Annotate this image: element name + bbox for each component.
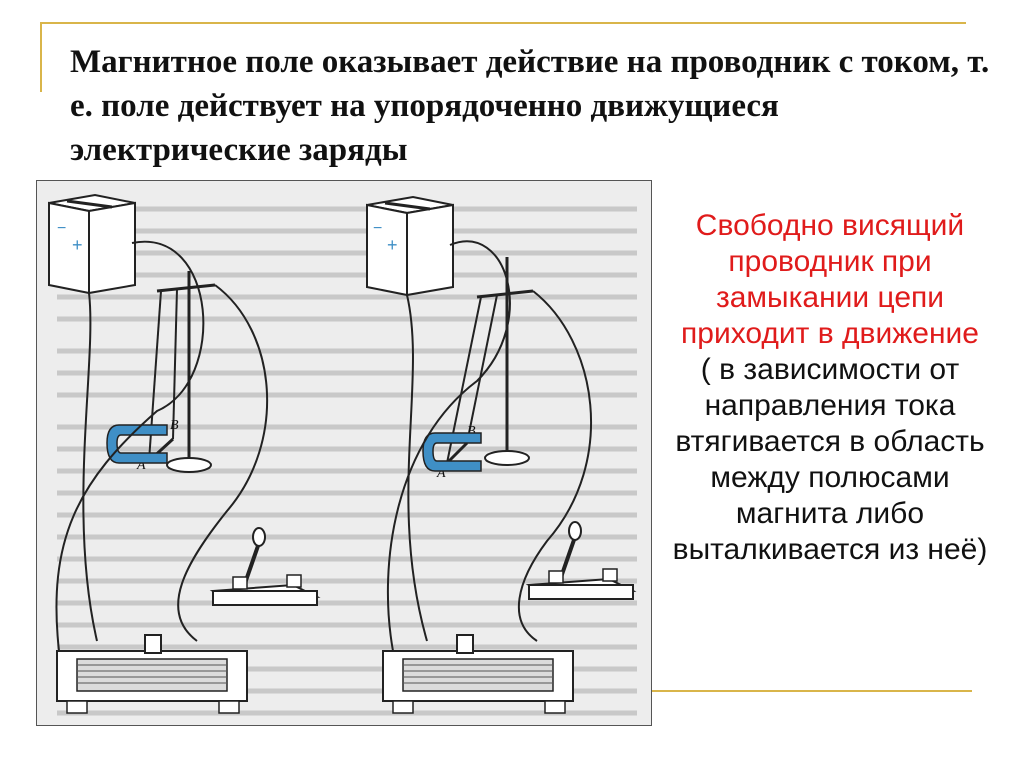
- rheostat-icon: [382, 634, 574, 714]
- wire: [406, 294, 428, 642]
- stand-arm: [156, 283, 216, 293]
- wire: [386, 240, 511, 652]
- explanation-red: Свободно висящий проводник при замыкании…: [681, 209, 979, 350]
- wire: [82, 292, 98, 642]
- switch-icon: [209, 527, 321, 607]
- battery-icon: [48, 193, 136, 295]
- minus-label: −: [373, 220, 382, 237]
- experiment-illustration: − + A B: [36, 180, 652, 726]
- right-setup: − + A B: [366, 195, 637, 714]
- wire: [517, 290, 593, 642]
- minus-label: −: [57, 220, 66, 237]
- battery-icon: [366, 195, 454, 297]
- plus-label: +: [72, 235, 83, 255]
- stand-arm: [476, 289, 534, 299]
- explanation-text: Свободно висящий проводник при замыкании…: [660, 208, 1000, 568]
- wire: [177, 284, 269, 642]
- hanging-wire: [466, 294, 498, 444]
- decor-left-line: [40, 22, 42, 92]
- stand-base: [166, 457, 212, 473]
- stand-base: [484, 450, 530, 466]
- explanation-black: ( в зависимости от направления тока втяг…: [672, 353, 988, 566]
- decor-bottom-line: [650, 690, 972, 692]
- label-a: A: [436, 466, 446, 481]
- slide-title: Магнитное поле оказывает действие на про…: [70, 44, 990, 168]
- left-setup: − + A B: [48, 193, 321, 714]
- experiment-drawing: − + A B: [48, 193, 637, 716]
- decor-top-line: [40, 22, 966, 24]
- conductor-ab: [445, 441, 469, 465]
- wire: [55, 240, 205, 652]
- plus-label: +: [387, 235, 398, 255]
- rheostat-icon: [56, 634, 248, 714]
- label-b: B: [170, 418, 179, 433]
- label-a: A: [136, 458, 146, 473]
- hanging-wire: [172, 288, 178, 440]
- label-b: B: [467, 424, 476, 439]
- switch-icon: [525, 521, 637, 601]
- magnet-icon: [106, 424, 168, 464]
- magnet-icon: [422, 432, 482, 472]
